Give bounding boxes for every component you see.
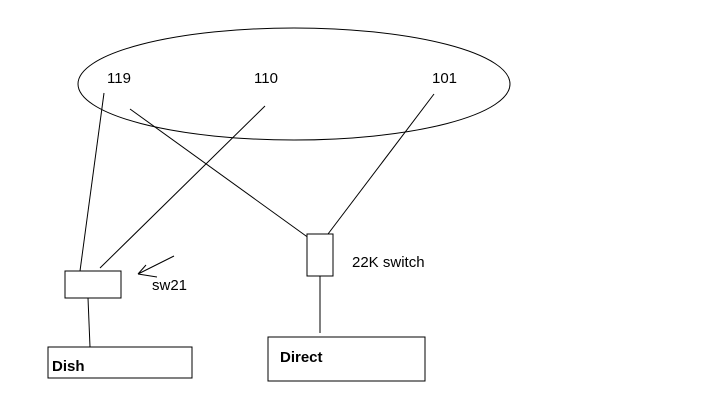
22k-switch-label: 22K switch [352,254,425,271]
direct-label: Direct [280,349,323,366]
satellite-110-label: 110 [254,70,278,87]
line-101-to-22k-switch [327,93,435,235]
line-sw21-to-dish [87,297,91,348]
dish-label: Dish [52,358,85,375]
line-119-to-22k-switch [129,108,314,242]
sw21-label: sw21 [152,277,187,294]
satellite-101-label: 101 [432,70,457,87]
line-110-to-sw21 [99,105,266,269]
line-119-to-sw21 [79,92,105,272]
direct-receiver-box [267,336,426,382]
22k-switch-box [306,233,334,277]
orbit-ellipse [77,27,511,141]
sw21-arrow-icon [137,255,175,278]
dish-receiver-box [47,346,193,379]
satellite-119-label: 119 [107,70,131,87]
sw21-box [64,270,122,299]
